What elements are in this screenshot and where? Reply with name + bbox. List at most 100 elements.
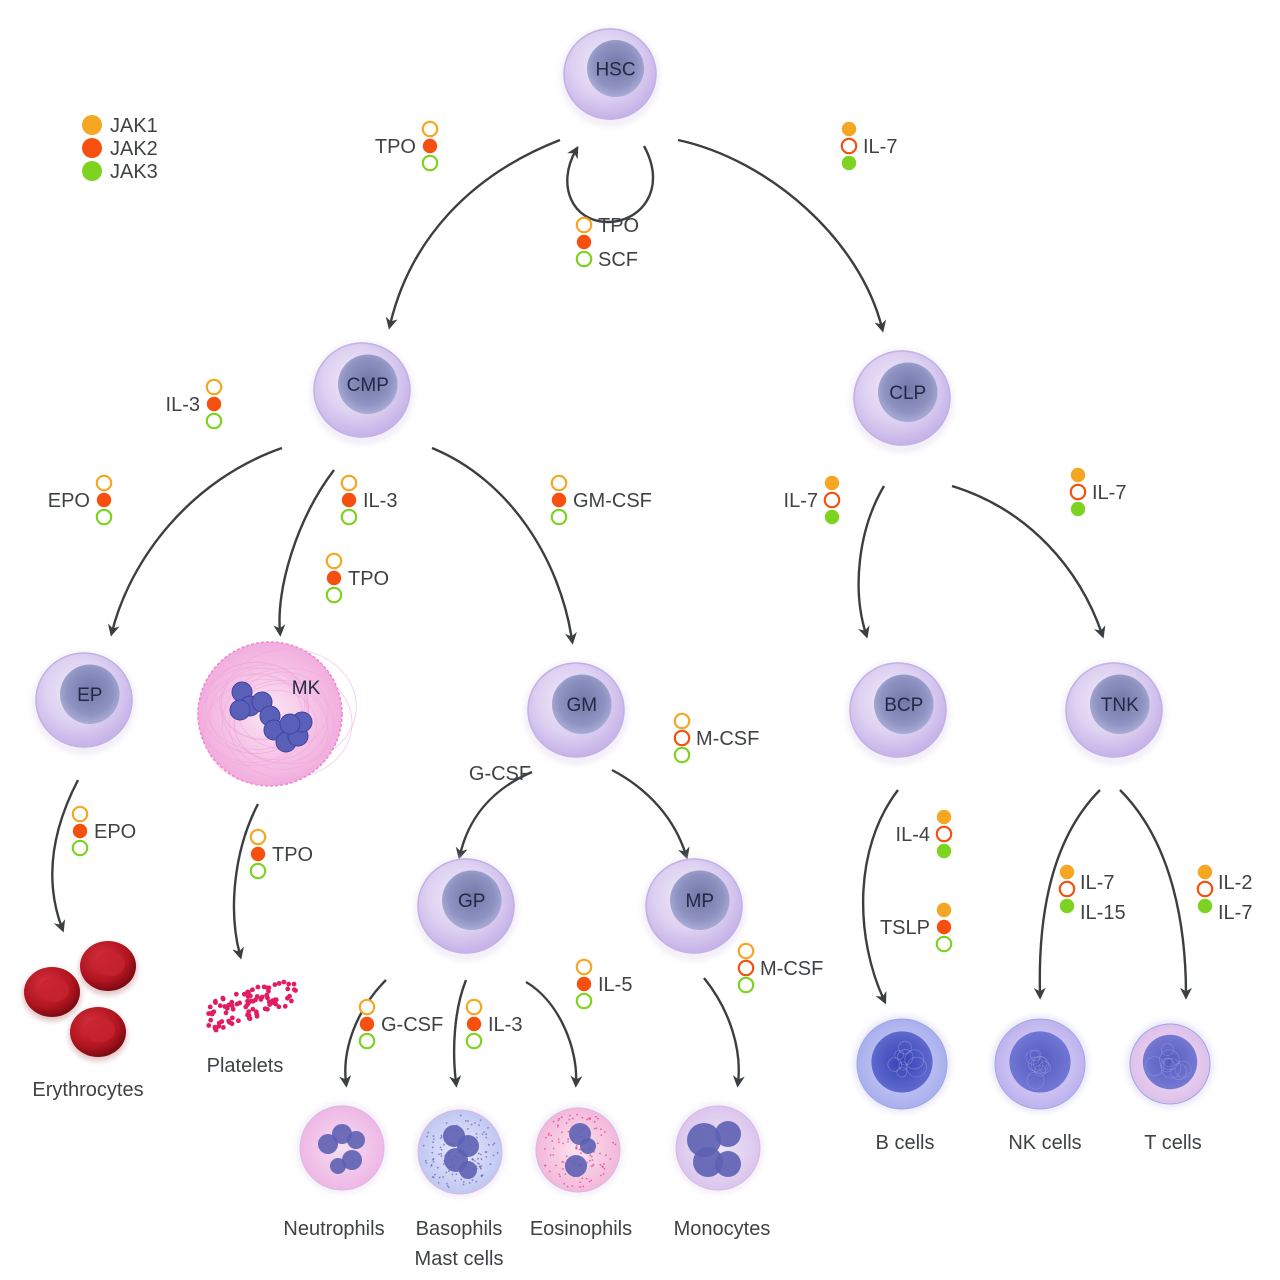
nucleus-lobe [580,1138,596,1154]
cell-tnk: TNK [1062,661,1166,765]
jak3-open-icon [95,508,113,526]
granule [478,1163,481,1165]
cytokine-label: EPO [94,821,136,843]
nucleus-lobe [342,1150,362,1170]
granule [432,1135,435,1137]
cell-nucleus [60,664,120,724]
jak2-filled-icon [576,234,592,250]
granule [594,1115,597,1118]
cytokine-label: IL-7 [1218,902,1252,924]
granule [471,1158,474,1160]
cell-mk: MK [197,641,357,787]
arrow-gp-to-eos [525,980,583,1088]
granule [588,1159,591,1162]
cell-label: GM [566,695,597,716]
jak1-open-icon [340,474,358,492]
mature-label: B cells [876,1132,935,1154]
cytokine-mp-to-mono: M-CSF [737,942,823,994]
platelet [229,1021,235,1027]
jak2-filled-icon [576,976,592,992]
platelet [229,1015,235,1021]
cell-nucleus [670,870,730,930]
granule [446,1182,448,1185]
granule [590,1155,593,1158]
granule [475,1180,478,1183]
granule [605,1154,607,1157]
granule [478,1124,480,1127]
platelet [229,999,235,1005]
granule [600,1128,602,1131]
granule [567,1140,569,1143]
mature-monocytes: Monocytes [672,1102,770,1240]
jak1-open-icon [575,216,593,234]
jak2-filled-icon [96,492,112,508]
nucleus-lobe [715,1151,741,1177]
granule [493,1142,496,1145]
jak3-filled-icon [936,843,952,859]
cell-label: MP [686,891,715,912]
arrow-hsc-to-clp [677,138,887,333]
cytokine-label: EPO [48,490,90,512]
nucleus-lobe [330,1158,346,1174]
arrow-hsc-self-renewal [566,145,655,224]
jak3-open-icon [550,508,568,526]
mature-label: T cells [1144,1132,1201,1154]
chromatin [1029,1049,1042,1062]
granule [600,1134,603,1136]
jak3-open-icon [737,976,755,994]
cytokine-label: TPO [272,844,313,866]
granule [590,1179,593,1182]
jak3-open-icon [71,839,89,857]
granule [602,1166,604,1169]
jak3-open-icon [673,746,691,764]
arrow-bcp-to-bcells [862,789,899,1005]
granule [483,1131,485,1134]
granule [426,1135,429,1138]
cell-clp: CLP [850,349,954,453]
granule [439,1146,442,1149]
granule [468,1182,471,1184]
granule [603,1167,606,1170]
jak3-open-icon [249,862,267,880]
cell-cmp: CMP [310,341,414,445]
granule [587,1117,590,1120]
arrow-gp-to-baso [449,979,468,1088]
arrow-hsc-to-cmp [385,138,561,330]
granule [550,1134,553,1137]
chromatin [887,1057,902,1072]
cytokine-cmp: IL-3 [166,378,223,430]
platelet [234,1001,240,1007]
cell-nucleus [878,362,938,422]
nucleus-lobe [332,1124,352,1144]
jak3-filled-icon [824,509,840,525]
cell-label: TNK [1101,695,1139,716]
mk-texture [203,679,329,786]
granule [558,1117,561,1120]
granule [424,1159,427,1162]
platelet [247,1016,253,1022]
granule [544,1148,546,1150]
platelet [213,1000,218,1005]
jak3-filled-icon [1059,898,1075,914]
granule [432,1176,435,1179]
cells: HSC CMP CLP EP MK GM BCP TNK GP MP [32,27,1166,961]
granule [603,1131,606,1133]
jak1-filled-icon [936,902,952,918]
cell-bcp: BCP [846,661,950,765]
jak2-filled-icon [359,1016,375,1032]
cytokine-label: IL-15 [1080,902,1126,924]
mk-texture [201,662,310,754]
erythrocyte-center [95,952,125,976]
cell-nucleus [587,39,645,97]
neutrophil-cytoplasm [299,1105,385,1191]
granule [562,1142,565,1145]
platelet [273,1001,278,1007]
granule [447,1186,450,1189]
jak3-filled-icon [841,155,857,171]
cytokine-label: TPO [598,215,639,237]
cell-gm: GM [524,661,628,765]
jak1-open-icon [249,828,267,846]
chromatin [898,1061,908,1071]
